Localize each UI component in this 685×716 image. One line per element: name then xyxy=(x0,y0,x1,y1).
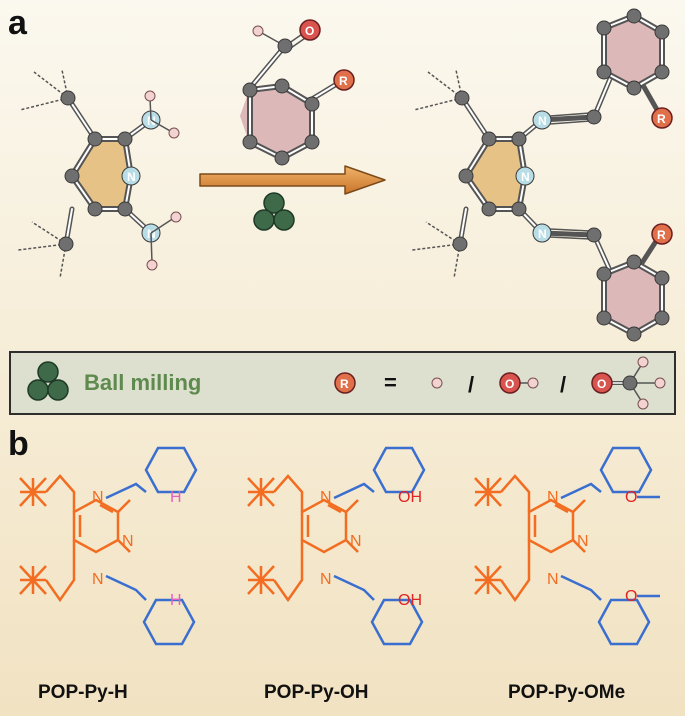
product-ring-nitrogen xyxy=(515,166,535,186)
reactant-pyridine: N N N xyxy=(17,69,182,279)
methoxy-o-bottom: O xyxy=(625,588,637,605)
panel-a-label: a xyxy=(8,4,28,42)
panel-b-label: b xyxy=(8,425,29,463)
compound-name-pop-py-h: POP-Py-H xyxy=(38,682,128,703)
legend-ball-icon xyxy=(27,361,69,401)
legend-slash-1: / xyxy=(468,372,474,397)
imine-nitrogen-bottom xyxy=(532,223,552,243)
ring-n: N xyxy=(577,533,589,550)
legend-equals: = xyxy=(384,370,397,395)
ring-n: N xyxy=(350,533,362,550)
imine-n-top: N xyxy=(92,489,104,506)
r-group-atom xyxy=(333,69,355,91)
legend-ome-o-label: O xyxy=(597,377,606,391)
legend-title: Ball milling xyxy=(84,370,201,395)
legend-slash-2: / xyxy=(560,372,566,397)
legend-box: Ball milling R = / O / O xyxy=(9,351,676,415)
oxygen-label: O xyxy=(305,24,314,38)
legend-methoxy-group: O xyxy=(591,356,666,410)
imine-n-top: N xyxy=(320,489,332,506)
imine-n-bottom: N xyxy=(92,571,104,588)
compound-name-pop-py-oh: POP-Py-OH xyxy=(264,682,369,703)
imine-nitrogen-top-label: N xyxy=(538,114,547,128)
legend-hydroxyl-group: O xyxy=(499,372,539,394)
imine-n-bottom: N xyxy=(547,571,559,588)
ortho-h-bottom: H xyxy=(170,592,182,609)
imine-n-top: N xyxy=(547,489,559,506)
product-r-group-bottom xyxy=(651,223,673,245)
product-r-top-label: R xyxy=(657,112,666,126)
ring-n: N xyxy=(122,533,134,550)
structure-pop-py-oh: N N N OH OH xyxy=(247,446,426,646)
imine-nitrogen-bottom-label: N xyxy=(538,227,547,241)
hydroxyl-top: OH xyxy=(398,489,422,506)
compound-name-pop-py-ome: POP-Py-OMe xyxy=(508,682,625,703)
structure-pop-py-h: N N N H H xyxy=(19,446,198,646)
legend-r-label: R xyxy=(340,377,349,391)
structure-pop-py-ome: N N N O O xyxy=(474,446,660,646)
product-r-group-top xyxy=(651,107,673,129)
ring-nitrogen-label: N xyxy=(127,170,136,184)
ring-nitrogen-atom xyxy=(121,166,141,186)
hydroxyl-bottom: OH xyxy=(398,592,422,609)
product-r-bottom-label: R xyxy=(657,228,666,242)
ball-milling-icon xyxy=(253,192,295,231)
r-group-label: R xyxy=(339,74,348,88)
product-ring-nitrogen-label: N xyxy=(521,170,530,184)
ortho-h-top: H xyxy=(170,489,182,506)
imine-nitrogen-top xyxy=(532,110,552,130)
reaction-arrow xyxy=(199,165,386,195)
legend-oh-o-label: O xyxy=(505,377,514,391)
oxygen-atom xyxy=(299,19,321,41)
imine-n-bottom: N xyxy=(320,571,332,588)
legend-r-atom xyxy=(334,372,356,394)
legend-hydrogen-atom xyxy=(431,377,443,389)
reagent-aldehyde: O R xyxy=(240,19,355,166)
product-diimine: N N N R R xyxy=(411,8,673,342)
methoxy-o-top: O xyxy=(625,489,637,506)
